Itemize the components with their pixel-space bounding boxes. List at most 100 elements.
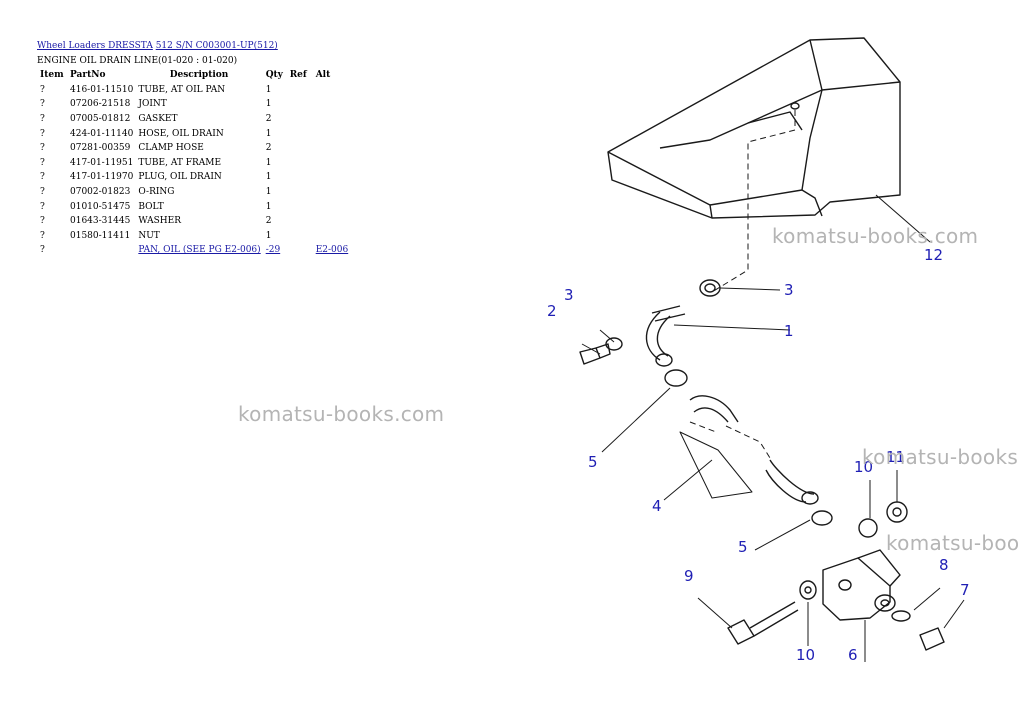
cell-ref — [287, 185, 313, 200]
cell-item: ? — [40, 99, 45, 110]
cell-ref — [287, 243, 313, 258]
cell-item: ? — [40, 84, 45, 95]
table-row: ? 07281-00359 CLAMP HOSE 2 — [37, 141, 350, 156]
cell-item: ? — [40, 157, 45, 168]
watermark-right-1: komatsu-books — [862, 445, 1019, 469]
col-header-qty: Qty — [265, 70, 283, 81]
alt-page-link[interactable]: E2-006 — [315, 245, 349, 256]
cell-item: ? — [40, 172, 45, 183]
cell-qty: 1 — [265, 186, 272, 197]
cell-ref — [287, 141, 313, 156]
cell-description: TUBE, AT FRAME — [138, 157, 222, 168]
section-title: ENGINE OIL DRAIN LINE(01-020 : 01-020) — [37, 55, 238, 66]
cell-alt — [313, 97, 351, 112]
callout-3a: 3 — [784, 281, 794, 299]
cell-description: NUT — [138, 230, 160, 241]
cell-description: TUBE, AT OIL PAN — [138, 84, 226, 95]
cell-description: GASKET — [138, 113, 178, 124]
cell-description: BOLT — [138, 201, 164, 212]
cell-partno: 417-01-11951 — [70, 157, 134, 168]
callout-6: 6 — [848, 646, 858, 664]
table-row: ? 01580-11411 NUT 1 — [37, 229, 350, 244]
cell-partno — [67, 243, 135, 258]
parts-list-panel: Wheel Loaders DRESSTA 512 S/N C003001-UP… — [37, 39, 357, 258]
qty-link[interactable]: -29 — [265, 245, 281, 256]
cell-item: ? — [40, 186, 45, 197]
parts-diagram: 12 3 3 2 1 5 4 5 10 11 9 8 7 10 6 — [547, 37, 970, 664]
bracket-assembly-drawing — [727, 501, 945, 651]
cell-alt — [313, 229, 351, 244]
cell-partno: 01643-31445 — [70, 216, 131, 227]
cell-partno: 416-01-11510 — [70, 84, 134, 95]
oil-pan-drawing — [607, 37, 901, 219]
watermark-top-right: komatsu-books.com — [772, 224, 979, 248]
callout-10b: 10 — [796, 646, 815, 664]
see-page-link[interactable]: PAN, OIL (SEE PG E2-006) — [138, 245, 261, 256]
cell-description: WASHER — [138, 216, 182, 227]
cell-qty: 1 — [265, 99, 272, 110]
callout-2: 2 — [547, 302, 557, 320]
cell-alt — [313, 112, 351, 127]
cell-alt — [313, 214, 351, 229]
cell-partno: 424-01-11140 — [70, 128, 134, 139]
cell-ref — [287, 156, 313, 171]
breadcrumb-link-model[interactable]: Wheel Loaders DRESSTA — [37, 41, 153, 51]
cell-description: PAN, OIL (SEE PG E2-006) — [135, 243, 262, 258]
cell-qty: 1 — [265, 230, 272, 241]
cell-alt — [313, 83, 351, 98]
cell-item: ? — [40, 245, 45, 256]
cell-ref — [287, 229, 313, 244]
breadcrumb: Wheel Loaders DRESSTA 512 S/N C003001-UP… — [37, 39, 357, 54]
cell-alt — [313, 185, 351, 200]
callout-5a: 5 — [588, 453, 598, 471]
cell-partno: 07206-21518 — [70, 99, 131, 110]
table-row: ? 416-01-11510 TUBE, AT OIL PAN 1 — [37, 83, 350, 98]
parts-table: Item PartNo Description Qty Ref Alt ? 41… — [37, 68, 350, 258]
cell-item: ? — [40, 230, 45, 241]
watermark-right-2: komatsu-boo — [886, 531, 1020, 555]
table-row: ? 417-01-11951 TUBE, AT FRAME 1 — [37, 156, 350, 171]
cell-alt — [313, 156, 351, 171]
cell-partno: 417-01-11970 — [70, 172, 134, 183]
breadcrumb-link-serial[interactable]: 512 S/N C003001-UP(512) — [155, 41, 278, 51]
cell-item: ? — [40, 201, 45, 212]
callout-11: 11 — [886, 448, 905, 466]
callout-9: 9 — [684, 567, 694, 585]
table-row-link: ? PAN, OIL (SEE PG E2-006) -29 E2-006 — [37, 243, 350, 258]
cell-ref — [287, 214, 313, 229]
col-header-description: Description — [169, 70, 229, 81]
callout-7: 7 — [960, 581, 970, 599]
cell-qty: 1 — [265, 157, 272, 168]
cell-ref — [287, 170, 313, 185]
cell-ref — [287, 127, 313, 142]
cell-partno: 01010-51475 — [70, 201, 131, 212]
table-header-row: Item PartNo Description Qty Ref Alt — [37, 68, 350, 83]
tube-at-oil-pan-drawing — [579, 279, 721, 367]
table-row: ? 417-01-11970 PLUG, OIL DRAIN 1 — [37, 170, 350, 185]
cell-qty: -29 — [263, 243, 287, 258]
callout-4: 4 — [652, 497, 662, 515]
cell-qty: 2 — [265, 113, 272, 124]
cell-item: ? — [40, 113, 45, 124]
cell-item: ? — [40, 216, 45, 227]
callout-10a: 10 — [854, 458, 873, 476]
cell-partno: 07002-01823 — [70, 186, 131, 197]
table-row: ? 07005-01812 GASKET 2 — [37, 112, 350, 127]
cell-item: ? — [40, 143, 45, 154]
callout-8: 8 — [939, 556, 949, 574]
callout-5b: 5 — [738, 538, 748, 556]
cell-qty: 2 — [265, 216, 272, 227]
cell-qty: 1 — [265, 201, 272, 212]
col-header-partno: PartNo — [70, 70, 106, 81]
table-row: ? 01010-51475 BOLT 1 — [37, 200, 350, 215]
cell-description: JOINT — [138, 99, 167, 110]
cell-qty: 1 — [265, 84, 272, 95]
callout-3b: 3 — [564, 286, 574, 304]
cell-alt — [313, 141, 351, 156]
cell-alt — [313, 127, 351, 142]
callout-12: 12 — [924, 246, 943, 264]
watermark-center: komatsu-books.com — [238, 402, 445, 426]
cell-description: PLUG, OIL DRAIN — [138, 172, 222, 183]
cell-ref — [287, 112, 313, 127]
cell-description: O-RING — [138, 186, 175, 197]
